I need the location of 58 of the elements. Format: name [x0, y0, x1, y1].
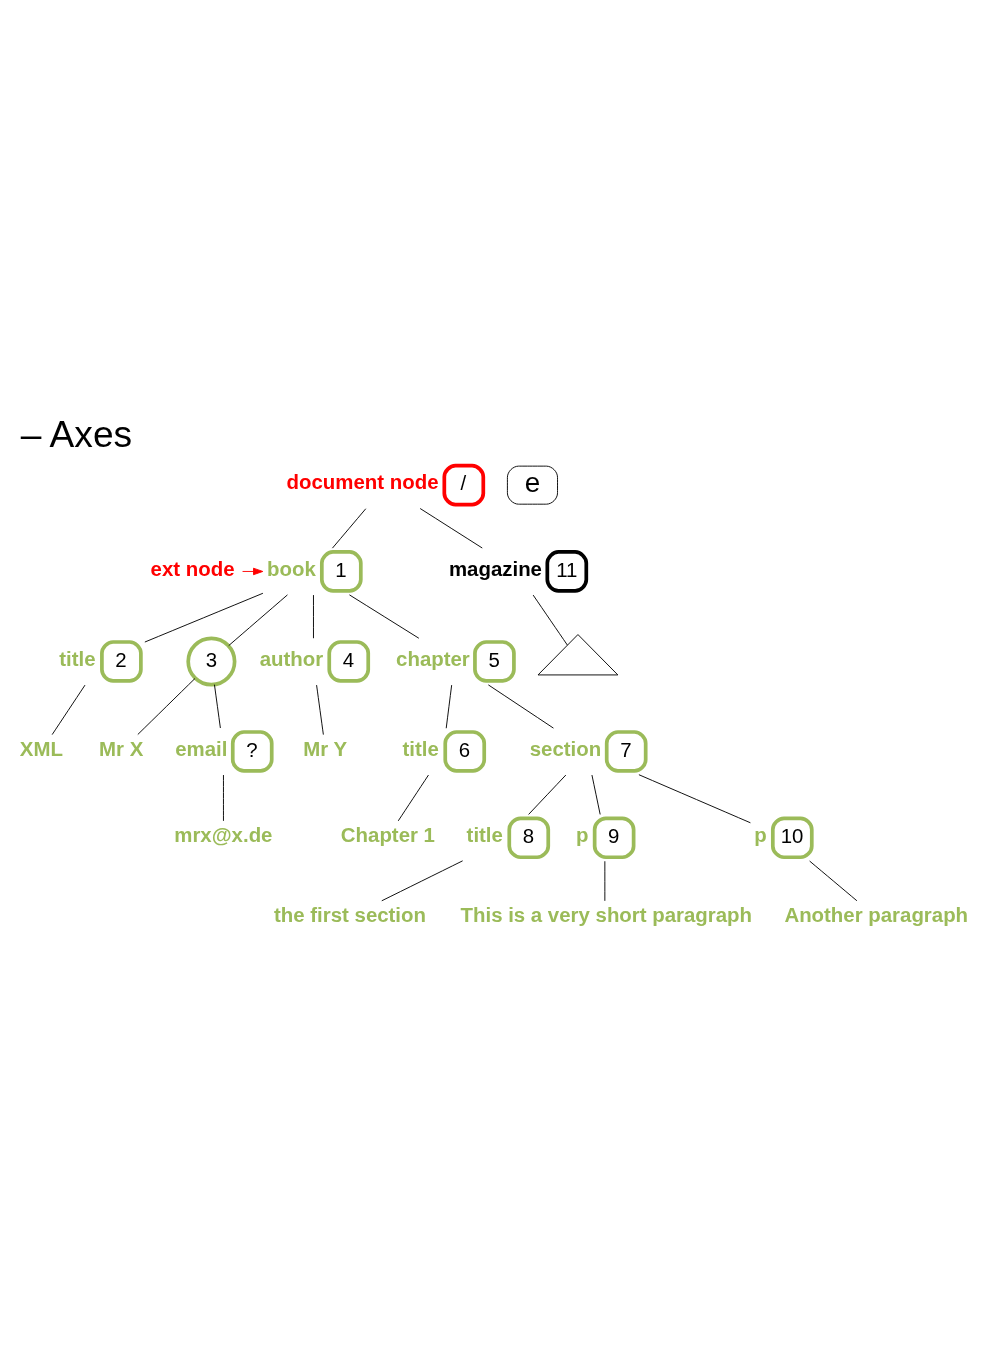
connector: [228, 594, 288, 647]
node-box: 9: [592, 816, 636, 860]
node-box: ?: [230, 730, 274, 773]
node-label: title: [59, 647, 96, 670]
connector: [528, 774, 567, 815]
node-text: XML: [19, 737, 63, 760]
node-box: 7: [604, 730, 648, 773]
connector: [137, 678, 196, 735]
node-label: section: [529, 737, 602, 760]
connector: [591, 774, 601, 815]
node-label: magazine: [448, 557, 542, 580]
connector: [223, 774, 224, 822]
node-text: Chapter 1: [340, 824, 435, 847]
diagram-title: – Axes: [20, 413, 133, 456]
node-box: 4: [327, 640, 371, 683]
connector: [51, 684, 86, 736]
node-label: chapter: [396, 647, 470, 670]
node-label: book: [267, 557, 316, 580]
node-box: 2: [100, 640, 143, 683]
node-label: title: [466, 824, 503, 847]
connector: [348, 594, 420, 639]
connector: [144, 592, 264, 643]
connector: [214, 684, 221, 729]
connector: [331, 508, 367, 549]
node-label: p: [576, 824, 589, 847]
node-box: 6: [443, 730, 487, 773]
node-triangle: [537, 634, 619, 676]
node-label: email: [175, 737, 228, 760]
node-box: /: [442, 463, 486, 507]
node-text: the first section: [274, 903, 426, 926]
node-box: 8: [507, 816, 551, 860]
node-label: title: [402, 737, 439, 760]
connector: [419, 508, 483, 549]
node-label: document node: [286, 471, 439, 494]
node-text: ext node: [150, 557, 235, 580]
node-box: 1: [319, 550, 363, 593]
connector: [638, 774, 751, 824]
node-text: Mr Y: [303, 737, 348, 760]
connector: [487, 684, 554, 729]
connector: [316, 684, 324, 736]
connector: [445, 684, 453, 729]
node-text: This is a very short paragraph: [460, 903, 753, 926]
node-box: 5: [473, 640, 516, 683]
arrow: [242, 567, 264, 576]
node-text: mrx@x.de: [174, 824, 273, 847]
connector: [809, 860, 858, 902]
connector: [397, 774, 429, 822]
node-label: author: [259, 647, 324, 670]
node-text: Another paragraph: [784, 903, 969, 926]
node-label: p: [754, 824, 767, 847]
node-box: 10: [770, 816, 814, 860]
node-box: e: [506, 465, 558, 505]
connector: [381, 860, 464, 902]
node-box: 11: [545, 550, 589, 593]
connector: [313, 594, 314, 639]
node-text: Mr X: [99, 737, 144, 760]
node-circle: 3: [186, 636, 237, 687]
connector: [532, 594, 568, 646]
